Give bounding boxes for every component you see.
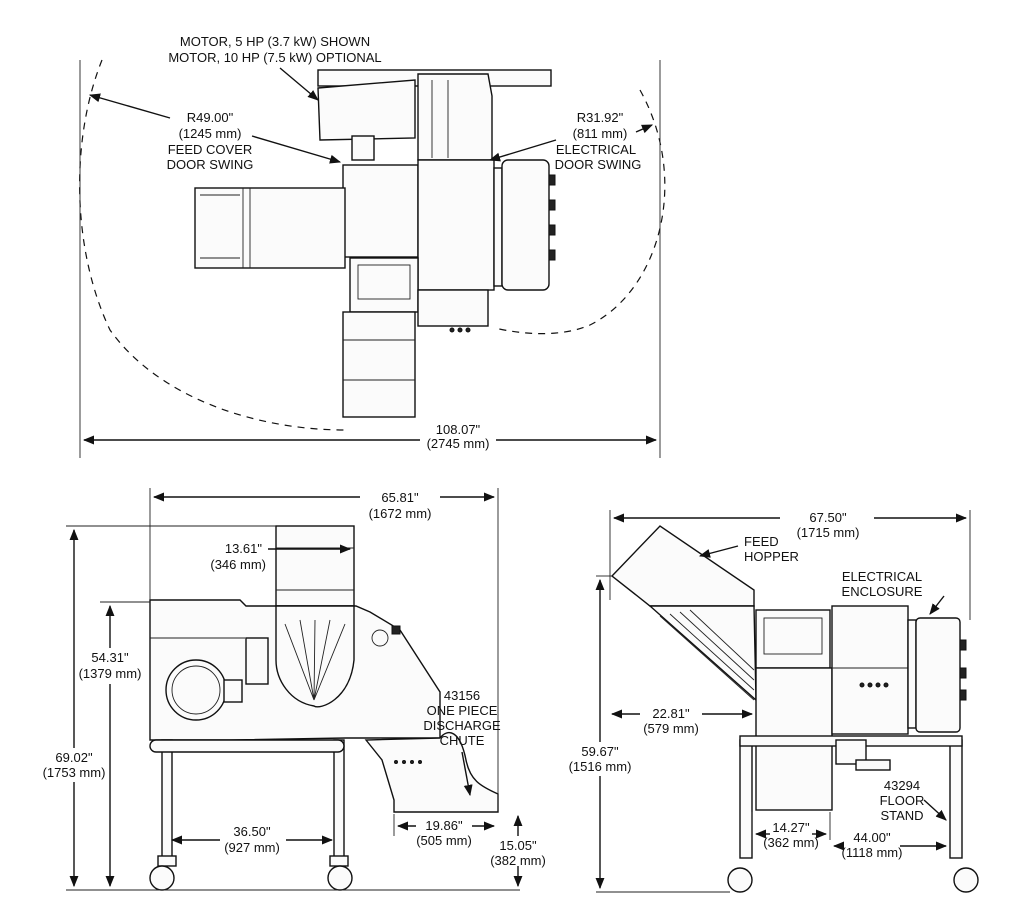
side-width-in: 67.50" [809,510,847,525]
feed-door-swing-arc [79,59,346,431]
side-flange [907,619,917,729]
feed-radius-in: R49.00" [187,110,234,125]
front-feed-hopper [275,525,355,607]
housing-flange [493,167,503,287]
discharge-chute-top [342,311,416,418]
stand-label-1: FLOOR [880,793,925,808]
hopper-width-in: 13.61" [225,541,263,556]
overall-width-mm: (2745 mm) [427,436,490,451]
front-legs-in: 36.50" [233,824,271,839]
mid-height-mm: (1379 mm) [79,666,142,681]
front-width-mm: (1672 mm) [369,506,432,521]
chute-width-in: 19.86" [425,818,463,833]
chute-height-in: 15.05" [499,838,537,853]
side-electrical-enclosure [915,617,961,733]
hopper-label-1: FEED [744,534,779,549]
side-height-in: 59.67" [581,744,619,759]
drive-housing [417,73,493,161]
total-height-in: 69.02" [55,750,93,765]
front-width-in: 65.81" [381,490,419,505]
front-leg-right [333,739,345,859]
front-view: 65.81" (1672 mm) 13.61" (346 mm) 54.31" … [43,488,546,891]
side-offset-mm: (579 mm) [643,721,699,736]
mid-height-in: 54.31" [91,650,129,665]
feed-hopper-top [194,187,346,269]
front-caster-right [327,865,353,891]
front-caster-mount-left [157,855,177,867]
side-offset-in: 22.81" [652,706,690,721]
side-base-mm: (362 mm) [763,835,819,850]
feed-swing-label-1: FEED COVER [168,142,253,157]
elec-swing-label-1: ELECTRICAL [556,142,636,157]
side-main-housing [831,605,909,735]
stand-label-2: STAND [880,808,923,823]
total-height-mm: (1753 mm) [43,765,106,780]
front-crossbar [149,739,345,753]
cutting-window [349,257,419,313]
front-caster-left [149,865,175,891]
front-caster-mount-right [329,855,349,867]
front-motor-port [165,659,227,721]
side-hopper-chute [648,605,757,702]
side-legs-mm: (1118 mm) [842,845,903,860]
side-head [755,609,831,669]
side-feed-hopper [610,525,755,607]
electrical-enclosure-top [501,159,550,291]
front-legs-mm: (927 mm) [224,840,280,855]
chute-width-mm: (505 mm) [416,833,472,848]
side-handle [855,759,891,771]
main-housing [417,159,495,291]
motor-junction-box [351,135,375,161]
cutting-head-body [342,164,419,258]
side-leg-left [739,739,753,859]
motor-label-1: MOTOR, 5 HP (3.7 kW) SHOWN [180,34,370,49]
side-leg-right [949,739,963,859]
front-leg-left [161,739,173,859]
front-funnel [275,605,355,708]
elec-radius-mm: (811 mm) [573,126,628,141]
side-caster-left [727,867,753,893]
side-height-mm: (1516 mm) [569,759,632,774]
side-legs-in: 44.00" [853,830,891,845]
motor-body [317,79,416,141]
feed-radius-mm: (1245 mm) [179,126,242,141]
stand-part-number: 43294 [884,778,920,793]
electrical-door-swing-arc [494,89,666,335]
chute-label-2: DISCHARGE [423,718,501,733]
chute-label-1: ONE PIECE [427,703,498,718]
enclosure-label-2: ENCLOSURE [842,584,923,599]
motor-label-2: MOTOR, 10 HP (7.5 kW) OPTIONAL [168,50,381,65]
side-caster-right [953,867,979,893]
hopper-width-mm: (346 mm) [210,557,266,572]
front-hinge [245,637,269,685]
overall-width-in: 108.07" [436,422,481,437]
chute-label-3: CHUTE [440,733,485,748]
chute-height-mm: (382 mm) [490,853,546,868]
feed-swing-label-2: DOOR SWING [167,157,254,172]
side-view: 67.50" (1715 mm) FEED HOPPER ELECTRICAL … [569,510,979,893]
top-view: 108.07" (2745 mm) MOTOR, 5 HP (3.7 kW) S… [79,34,666,458]
enclosure-label-1: ELECTRICAL [842,569,922,584]
elec-radius-in: R31.92" [577,110,624,125]
lower-housing [417,289,489,327]
hopper-label-2: HOPPER [744,549,799,564]
side-base-in: 14.27" [772,820,810,835]
chute-part-number: 43156 [444,688,480,703]
front-port-clamp [223,679,243,703]
side-width-mm: (1715 mm) [797,525,860,540]
elec-swing-label-2: DOOR SWING [555,157,642,172]
